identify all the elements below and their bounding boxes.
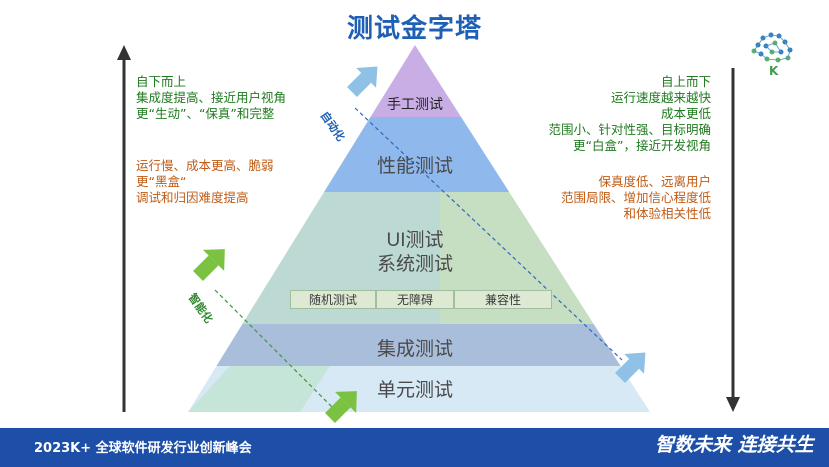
layer-label-performance: 性能测试	[376, 156, 453, 177]
layer-integration	[188, 324, 650, 366]
page-title: 测试金字塔	[346, 14, 482, 44]
footer-event-name: 2023K+ 全球软件研发行业创新峰会	[34, 441, 252, 456]
footer-slogan: 智数未来 连接共生	[655, 434, 814, 456]
layer-label-manual: 手工测试	[387, 96, 443, 112]
left-orange-line: 更“黑盒“	[136, 174, 187, 189]
logo-letter: K	[769, 64, 779, 78]
right-advantages: 自上而下 运行速度越来越快 成本更低 范围小、针对性强、目标明确 更“白盒”，接…	[548, 74, 711, 154]
layer-unit-left-tint	[188, 366, 330, 412]
automation-arrow-top	[347, 66, 378, 97]
layer-label-integration: 集成测试	[376, 339, 453, 360]
right-orange-line: 范围局限、增加信心程度低	[560, 190, 711, 205]
left-green-line: 更“生动”、“保真”和完整	[136, 106, 275, 121]
left-orange-line: 运行慢、成本更高、脆弱	[136, 158, 274, 173]
sub-test-compatibility: 兼容性	[454, 290, 552, 309]
right-green-line: 范围小、针对性强、目标明确	[548, 122, 711, 137]
layer-label-unit: 单元测试	[376, 380, 453, 401]
layer-label-ui: UI测试	[386, 230, 444, 251]
right-down-arrow-head	[726, 397, 740, 412]
test-pyramid	[117, 45, 740, 423]
left-green-line: 自下而上	[136, 74, 187, 89]
intelligence-arrow-top	[193, 249, 225, 281]
left-advantages: 自下而上 集成度提高、接近用户视角 更“生动”、“保真”和完整	[136, 74, 286, 122]
automation-arrow-bottom	[615, 352, 646, 383]
right-orange-line: 和体验相关性低	[623, 206, 711, 221]
right-green-line: 更“白盒”，接近开发视角	[573, 138, 711, 153]
layer-label-system: 系统测试	[376, 254, 453, 275]
left-green-line: 集成度提高、接近用户视角	[136, 90, 287, 105]
sub-test-accessibility: 无障碍	[376, 290, 454, 309]
left-disadvantages: 运行慢、成本更高、脆弱 更“黑盒“ 调试和归因难度提高	[136, 158, 274, 206]
intelligence-arrow-bottom	[325, 391, 357, 423]
left-up-arrow-head	[117, 45, 131, 60]
sub-test-random: 随机测试	[290, 290, 376, 309]
left-orange-line: 调试和归因难度提高	[136, 190, 249, 205]
right-green-line: 运行速度越来越快	[610, 90, 711, 105]
brand-logo: K	[745, 28, 805, 80]
right-orange-line: 保真度低、远离用户	[598, 174, 711, 189]
automation-dashed-line	[354, 107, 623, 361]
right-green-line: 自上而下	[660, 74, 711, 89]
footer-bar	[0, 428, 829, 467]
right-green-line: 成本更低	[660, 106, 711, 121]
right-disadvantages: 保真度低、远离用户 范围局限、增加信心程度低 和体验相关性低	[561, 174, 711, 222]
intelligence-dashed-line	[214, 289, 336, 411]
